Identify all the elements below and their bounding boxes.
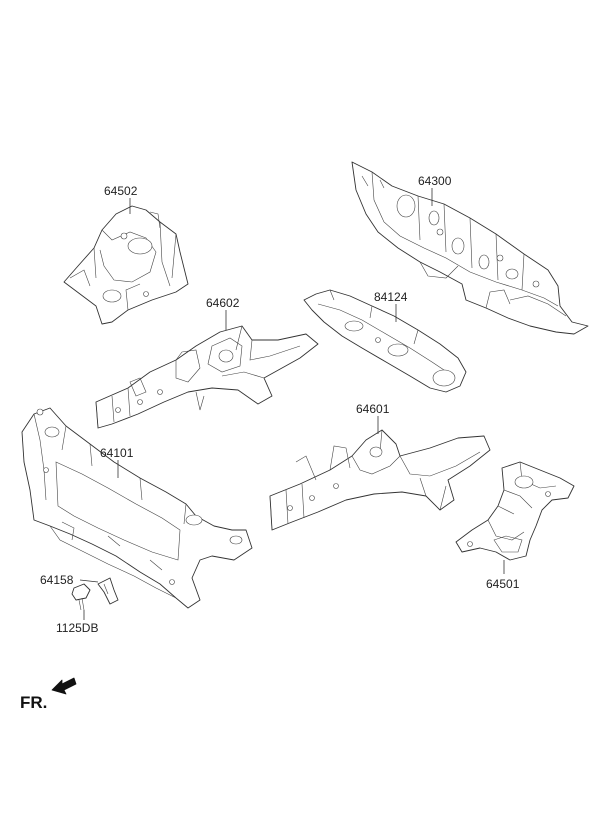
label-64502: 64502 — [104, 184, 138, 198]
part-64300-drawing — [351, 161, 589, 335]
part-1125DB-drawing — [71, 583, 91, 611]
arrow-icon — [51, 677, 77, 695]
part-64158-drawing — [97, 577, 119, 605]
part-84124-drawing — [303, 289, 467, 393]
part-64501-drawing — [455, 461, 575, 561]
label-84124: 84124 — [374, 290, 408, 304]
part-64502-drawing — [63, 205, 189, 325]
label-64158: 64158 — [40, 573, 74, 587]
label-64501: 64501 — [486, 577, 520, 591]
label-64601: 64601 — [356, 402, 390, 416]
label-1125DB: 1125DB — [56, 621, 98, 635]
fr-direction-label: FR. — [20, 693, 47, 712]
label-64101: 64101 — [100, 446, 134, 460]
leader-64158 — [79, 579, 99, 583]
part-64602-drawing — [95, 325, 319, 429]
label-64602: 64602 — [206, 296, 240, 310]
part-64601-drawing — [269, 429, 491, 531]
part-64101-drawing — [21, 407, 253, 609]
label-64300: 64300 — [418, 174, 452, 188]
